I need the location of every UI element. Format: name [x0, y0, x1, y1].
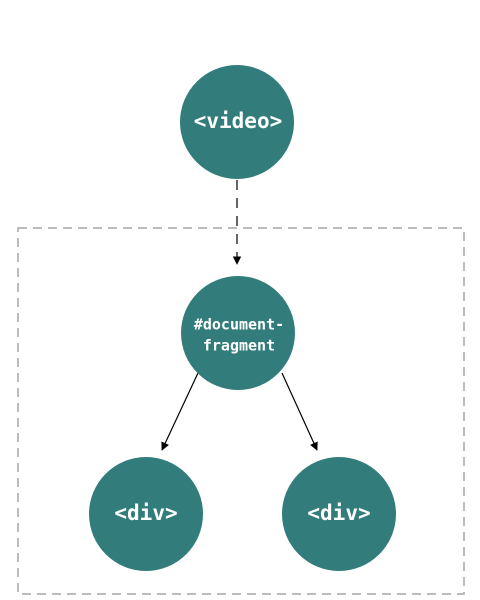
node-div-right-circle: [282, 457, 396, 571]
node-document-fragment-circle: [181, 276, 295, 390]
node-div-left-circle: [89, 457, 203, 571]
node-div-right: <div>: [282, 457, 396, 571]
shadow-boundary-box: [17, 227, 465, 595]
node-div-right-label: <div>: [307, 501, 370, 525]
node-video-label: <video>: [194, 109, 283, 133]
node-video: <video>: [180, 65, 294, 179]
node-document-fragment: #document- fragment: [181, 276, 295, 390]
node-video-circle: [180, 65, 294, 179]
node-div-left: <div>: [89, 457, 203, 571]
edge-fragment-to-div-left: [161, 372, 199, 451]
node-document-fragment-label-line1: #document-: [194, 316, 284, 334]
node-document-fragment-label-line2: fragment: [203, 337, 275, 355]
node-div-left-label: <div>: [114, 501, 177, 525]
edge-fragment-to-div-right: [281, 372, 318, 451]
